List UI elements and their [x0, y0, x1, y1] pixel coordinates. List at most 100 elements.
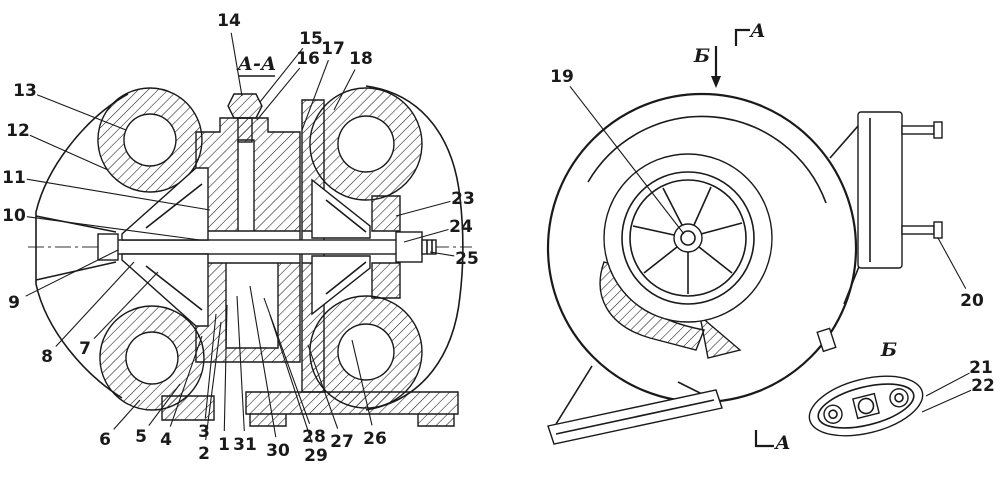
shaft-threaded-tip [421, 239, 437, 255]
leader-line-4 [169, 335, 203, 427]
turbine-scroll-upper [309, 87, 423, 201]
callout-17: 17 [321, 39, 345, 59]
callout-18: 18 [349, 49, 373, 69]
callout-9: 9 [8, 293, 20, 313]
leader-line-7 [93, 271, 159, 340]
shaft-nut-right [395, 231, 423, 263]
callout-29: 29 [304, 446, 328, 466]
callout-6: 6 [99, 430, 111, 450]
view-label-А-А: А-А [236, 53, 277, 75]
callout-27: 27 [330, 432, 354, 452]
leader-line-12 [29, 134, 109, 171]
seal-housing [371, 195, 401, 299]
oil-fitting-shank [237, 117, 253, 143]
section-corner-mark [734, 28, 750, 46]
duct-edge [843, 263, 861, 305]
callout-1: 1 [218, 435, 230, 455]
inlet-wall-upper [35, 215, 117, 233]
wheel-front [603, 153, 773, 323]
leader-line-26 [351, 339, 373, 426]
callout-28: 28 [302, 427, 326, 447]
callout-7: 7 [79, 339, 91, 359]
callout-8: 8 [41, 347, 53, 367]
callout-15: 15 [299, 29, 323, 49]
turbine-casing-outline [365, 85, 464, 411]
view-label-А: А [773, 432, 790, 454]
leader-line-19 [569, 85, 685, 235]
callout-20: 20 [960, 291, 984, 311]
callout-16: 16 [296, 49, 320, 69]
leader-line-6 [113, 399, 141, 430]
leader-line-27 [307, 344, 339, 429]
callout-14: 14 [217, 11, 241, 31]
bottom-flange [245, 391, 459, 427]
flange-stud [901, 221, 943, 239]
leader-line-22 [921, 389, 972, 413]
outlet-duct-edge [555, 365, 593, 425]
callout-10: 10 [2, 206, 26, 226]
turbine-scroll-lower [309, 295, 423, 409]
leader-line-30 [249, 285, 277, 438]
leader-line-3 [204, 313, 217, 419]
callout-25: 25 [455, 249, 479, 269]
leader-line-1 [223, 304, 228, 432]
callout-24: 24 [449, 217, 473, 237]
callout-19: 19 [550, 67, 574, 87]
arrow-down-icon [711, 76, 721, 88]
leader-line-21 [925, 372, 970, 397]
outlet-flange-line [555, 399, 715, 435]
flange-stud [901, 121, 943, 139]
callout-30: 30 [266, 441, 290, 461]
leader-line-5 [148, 383, 181, 426]
callout-21: 21 [969, 358, 993, 378]
compressor-inlet-outline [35, 93, 129, 399]
oil-flange-view-b [808, 375, 924, 437]
shaft-nut-front [680, 230, 696, 246]
callout-11: 11 [2, 168, 26, 188]
flange-bolt-hole [823, 404, 843, 424]
callout-4: 4 [160, 430, 172, 450]
callout-2: 2 [198, 444, 210, 464]
callout-3: 3 [198, 422, 210, 442]
leader-line-25 [429, 251, 455, 257]
compressor-wheel [121, 167, 209, 327]
leader-line-15 [259, 47, 304, 103]
callout-12: 12 [6, 121, 30, 141]
leader-line-23 [395, 200, 451, 217]
compressor-scroll-upper [97, 87, 203, 193]
leader-line-2 [205, 321, 222, 441]
oil-fitting-bolt-head [227, 93, 263, 119]
callout-13: 13 [13, 81, 37, 101]
leader-line-14 [230, 32, 243, 97]
mounting-flange [857, 111, 903, 269]
callout-26: 26 [363, 429, 387, 449]
leader-line-20 [937, 237, 967, 289]
leader-line-16 [256, 67, 301, 121]
bracket-gusset [698, 314, 742, 359]
scroll-contour [587, 115, 827, 204]
section-markers [711, 28, 774, 448]
external-view [546, 28, 943, 448]
callout-22: 22 [971, 376, 995, 396]
callout-23: 23 [451, 189, 475, 209]
section-corner-mark [754, 430, 774, 448]
view-label-А: А [748, 20, 765, 42]
wheel-hub [673, 223, 703, 253]
bearing-housing [195, 117, 301, 363]
view-label-Б: Б [693, 45, 710, 67]
callout-5: 5 [135, 427, 147, 447]
shaft-nut-left [97, 233, 119, 261]
leader-line-31 [236, 295, 245, 432]
section-view [28, 75, 472, 427]
leader-line-28 [263, 297, 311, 424]
duct-edge [829, 125, 859, 159]
leader-line-17 [301, 59, 329, 131]
callout-31: 31 [233, 435, 257, 455]
leader-line-9 [25, 249, 119, 297]
leader-line-11 [26, 178, 211, 211]
leader-line-8 [55, 261, 135, 347]
flange-bolt-hole [889, 388, 909, 408]
view-label-Б: Б [880, 339, 897, 361]
turbine-wheel [311, 178, 371, 316]
